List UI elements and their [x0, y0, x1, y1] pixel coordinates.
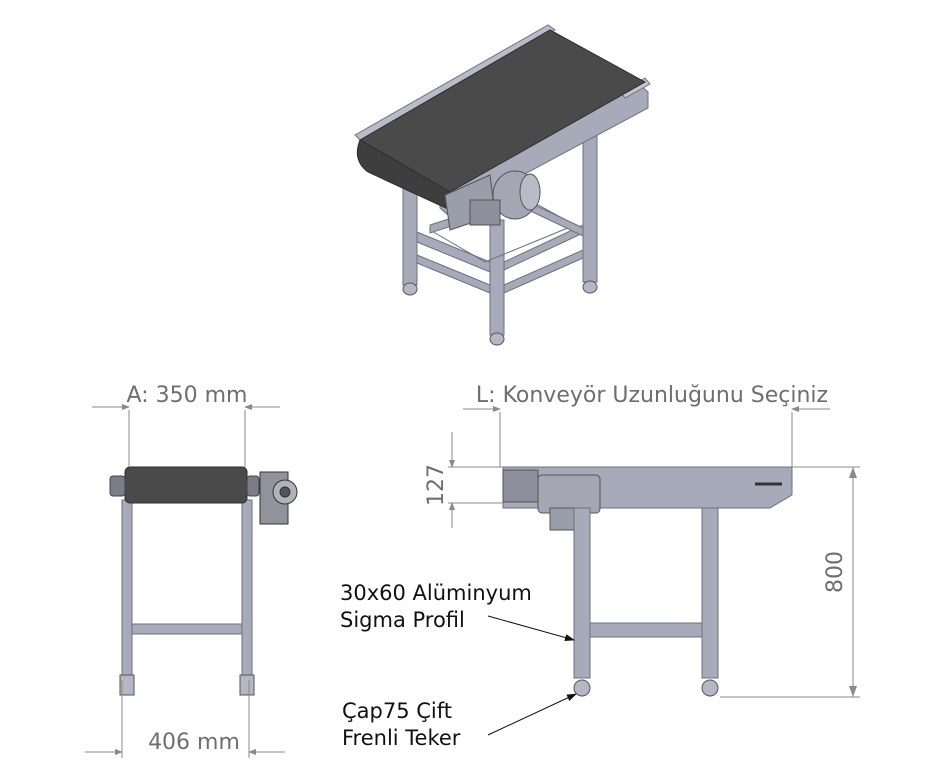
iso-motor: [444, 170, 541, 231]
head-height-dimension: 127: [424, 432, 503, 528]
side-legs: [573, 507, 719, 679]
isometric-view: [354, 24, 651, 346]
side-view: L: Konveyör Uzunluğunu Seçiniz 127 800 3…: [340, 383, 860, 750]
width-bottom-label: 406 mm: [148, 730, 240, 755]
length-label: L: Konveyör Uzunluğunu Seçiniz: [476, 383, 828, 408]
front-belt: [124, 466, 248, 504]
total-height-dimension: 800: [720, 466, 860, 698]
front-motor: [259, 471, 298, 525]
width-top-dimension: A: 350 mm: [92, 383, 280, 467]
wheel-callout: Çap75 Çift Frenli Teker: [342, 693, 577, 750]
head-height-label: 127: [424, 464, 449, 506]
wheel-label-line2: Frenli Teker: [342, 726, 461, 750]
total-height-label: 800: [823, 551, 848, 593]
front-view: A: 350 mm 406 mm: [85, 383, 298, 758]
profile-label-line1: 30x60 Alüminyum: [340, 581, 532, 605]
length-dimension: L: Konveyör Uzunluğunu Seçiniz: [463, 383, 830, 467]
width-bottom-dimension: 406 mm: [85, 680, 285, 758]
side-wheels: [573, 679, 719, 697]
profile-label-line2: Sigma Profil: [340, 608, 465, 632]
iso-wheels: [402, 280, 598, 346]
wheel-label-line1: Çap75 Çift: [342, 699, 452, 723]
side-motor: [502, 469, 601, 531]
width-top-label: A: 350 mm: [127, 383, 248, 408]
profile-callout: 30x60 Alüminyum Sigma Profil: [340, 581, 575, 641]
front-legs: [121, 499, 253, 676]
